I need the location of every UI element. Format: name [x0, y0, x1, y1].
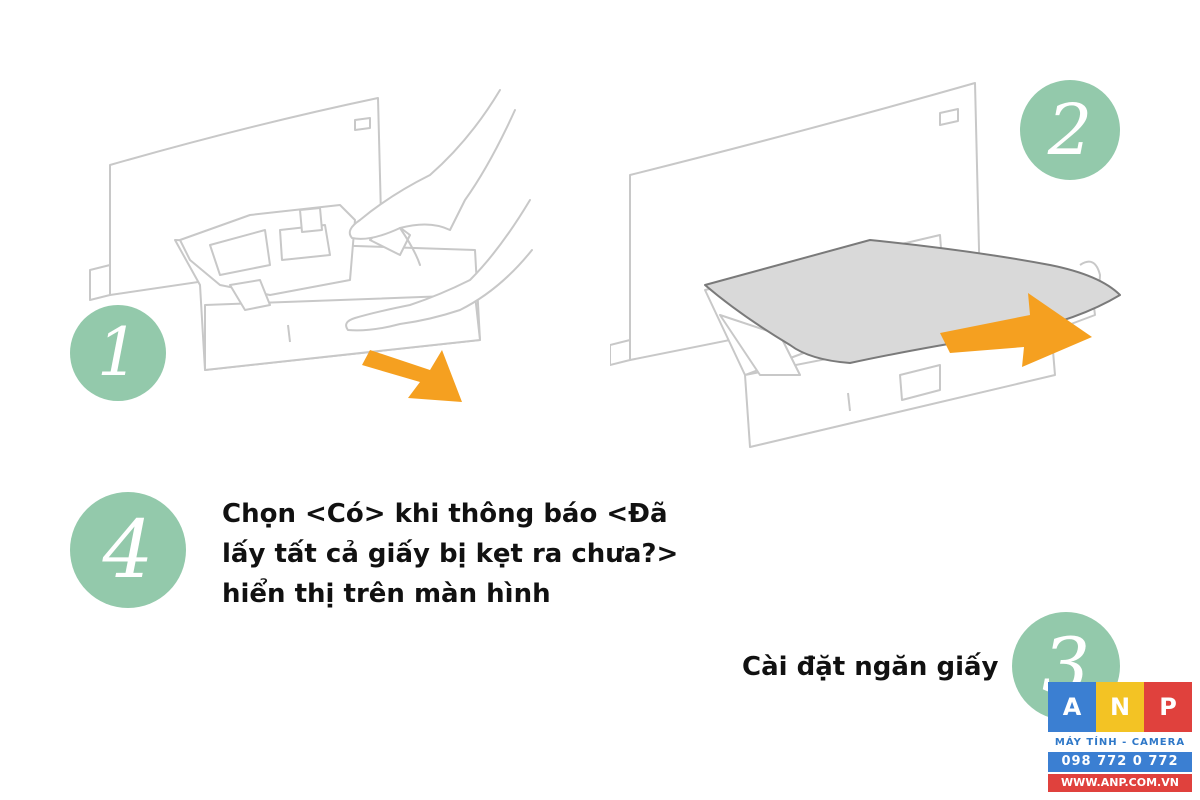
illustration-pull-tray: [89, 89, 533, 402]
logo-letter-p: P: [1144, 682, 1192, 732]
logo-letter-n: N: [1096, 682, 1144, 732]
step-number-1-text: 1: [97, 314, 139, 391]
step-number-1: 1: [70, 305, 166, 401]
step-number-2-text: 2: [1047, 89, 1093, 171]
logo-phone: 098 772 0 772: [1048, 752, 1192, 772]
logo-letter-a: A: [1048, 682, 1096, 732]
step-number-2: 2: [1020, 80, 1120, 180]
step-number-4: 4: [70, 492, 186, 608]
orange-arrow: [362, 350, 462, 402]
step-number-4-text: 4: [102, 503, 154, 596]
logo-letters: A N P: [1048, 682, 1192, 732]
anp-logo: A N P MÁY TÍNH - CAMERA 098 772 0 772 WW…: [1048, 682, 1192, 794]
step-3-caption: Cài đặt ngăn giấy: [742, 652, 999, 682]
orange-arrow: [940, 293, 1092, 367]
logo-tagline: MÁY TÍNH - CAMERA: [1054, 737, 1186, 748]
illustration-remove-paper: [610, 82, 1121, 448]
step-4-caption: Chọn <Có> khi thông báo <Đã lấy tất cả g…: [222, 499, 679, 609]
logo-website: WWW.ANP.COM.VN: [1048, 774, 1192, 792]
